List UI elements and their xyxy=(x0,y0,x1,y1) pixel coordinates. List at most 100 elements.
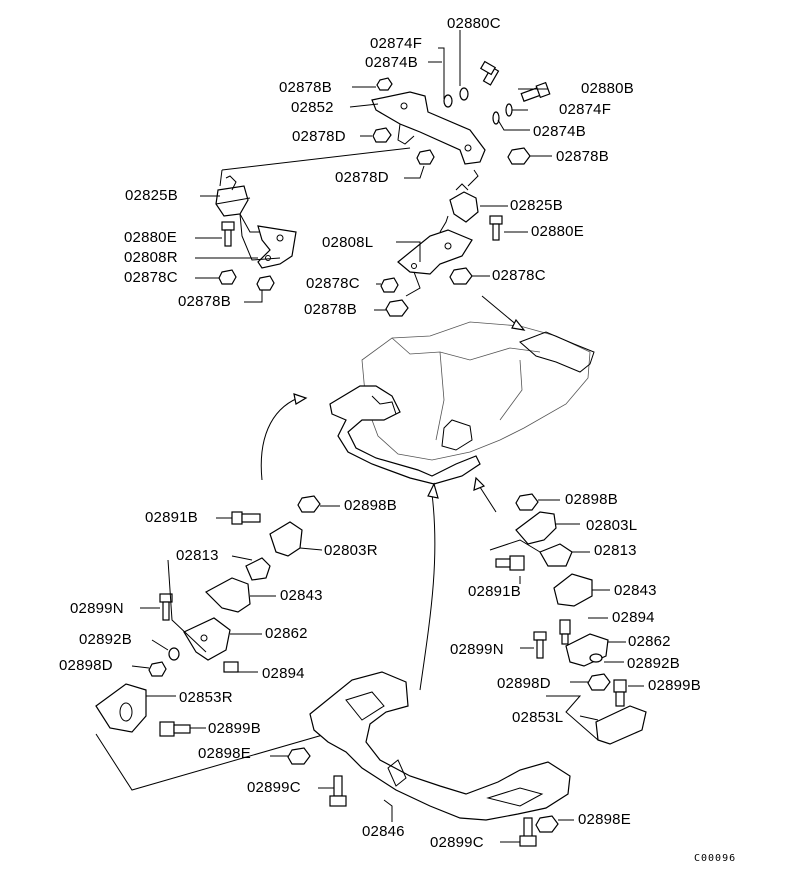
nut-02878B-mid xyxy=(385,299,409,317)
bolt-02899C-right xyxy=(519,817,537,847)
label-02898D-left: 02898D xyxy=(59,657,113,674)
arrow-up-center xyxy=(419,493,436,691)
label-02862-right: 02862 xyxy=(628,633,671,650)
label-02825B-left: 02825B xyxy=(125,187,178,204)
label-02808L: 02808L xyxy=(322,234,374,251)
bolt-02880B xyxy=(520,81,551,102)
arrow-to-engine-left xyxy=(260,397,299,481)
label-02899C-right: 02899C xyxy=(430,834,484,851)
nut-02878B-right xyxy=(507,147,531,165)
label-02880C: 02880C xyxy=(447,15,501,32)
label-02899B-right: 02899B xyxy=(648,677,701,694)
nut-02898E-right xyxy=(535,815,559,833)
label-02874F-right: 02874F xyxy=(559,101,612,118)
arrow-up-right xyxy=(477,483,497,513)
label-02891B-left: 02891B xyxy=(145,509,198,526)
label-02853R: 02853R xyxy=(179,689,233,706)
bracket-02803L xyxy=(515,511,557,545)
bolt-02891B-right xyxy=(495,555,525,571)
label-02862-left: 02862 xyxy=(265,625,308,642)
nut-02878D-b xyxy=(416,149,435,165)
mount-02813-right xyxy=(539,543,573,567)
label-02808R: 02808R xyxy=(124,249,178,266)
label-02894-left: 02894 xyxy=(262,665,305,682)
bolt-02880C xyxy=(479,60,500,86)
crossmember-on-engine xyxy=(329,385,481,485)
label-02874B-top: 02874B xyxy=(365,54,418,71)
bolt-02894-right xyxy=(559,619,571,645)
bolt-02899N-left xyxy=(159,593,173,621)
arrow-to-engine-right xyxy=(481,295,519,327)
washer-02892B-left xyxy=(168,647,180,661)
nut-02898D-right xyxy=(587,673,611,691)
bracket-02843-right xyxy=(553,573,593,607)
washer-02874B-a xyxy=(443,94,453,108)
label-02880B: 02880B xyxy=(581,80,634,97)
label-02898E-left: 02898E xyxy=(198,745,251,762)
nut-02898B-right xyxy=(515,493,539,511)
bracket-02808L xyxy=(397,229,473,275)
washer-02874B-b xyxy=(492,111,500,125)
label-02880E-right: 02880E xyxy=(531,223,584,240)
washer-02892B-right xyxy=(589,653,603,663)
bracket-02853L xyxy=(595,705,647,745)
label-02878B-top: 02878B xyxy=(279,79,332,96)
label-02846: 02846 xyxy=(362,823,405,840)
mount-insulator-02825B-right xyxy=(449,183,479,223)
bolt-02899B-right xyxy=(613,679,627,707)
label-02898D-right: 02898D xyxy=(497,675,551,692)
mount-insulator-02825B-left xyxy=(215,175,251,217)
crossmember-02846 xyxy=(309,671,571,821)
label-02878B-mid: 02878B xyxy=(304,301,357,318)
bracket-02862-right xyxy=(565,633,609,667)
label-02878B-left: 02878B xyxy=(178,293,231,310)
nut-02878C-mid xyxy=(380,277,399,293)
label-02803L: 02803L xyxy=(586,517,638,534)
washer-02874F-b xyxy=(505,103,513,117)
nut-02898B-left xyxy=(297,495,321,513)
bolt-02899N-right xyxy=(533,631,547,659)
label-02899N-right: 02899N xyxy=(450,641,504,658)
label-02898B-left: 02898B xyxy=(344,497,397,514)
label-02813-right: 02813 xyxy=(594,542,637,559)
bracket-02808R xyxy=(257,225,297,269)
label-02898E-right: 02898E xyxy=(578,811,631,828)
label-02878C-mid: 02878C xyxy=(306,275,360,292)
nut-02898D-left xyxy=(148,661,167,677)
nut-02878C-right xyxy=(449,267,473,285)
label-02898B-right: 02898B xyxy=(565,491,618,508)
label-02843-right: 02843 xyxy=(614,582,657,599)
label-02878D-mid: 02878D xyxy=(335,169,389,186)
nut-02898E-left xyxy=(287,747,311,765)
engine-block-outline xyxy=(361,321,591,461)
label-02878C-right: 02878C xyxy=(492,267,546,284)
mount-02813-left xyxy=(245,557,271,581)
bolt-02894-left xyxy=(223,661,239,673)
label-02892B-left: 02892B xyxy=(79,631,132,648)
bolt-02891B-left xyxy=(231,511,261,525)
label-02813-left: 02813 xyxy=(176,547,219,564)
washer-02874F-a xyxy=(459,87,469,101)
nut-02878C-left xyxy=(218,269,237,285)
bolt-02880E-left xyxy=(221,221,235,247)
nut-02878B-top xyxy=(376,77,393,91)
bracket-02843-left xyxy=(205,577,251,613)
label-02891B-right: 02891B xyxy=(468,583,521,600)
bolt-02899B-left xyxy=(159,721,191,737)
label-02803R: 02803R xyxy=(324,542,378,559)
label-02892B-right: 02892B xyxy=(627,655,680,672)
label-02894-right: 02894 xyxy=(612,609,655,626)
label-02878C-left: 02878C xyxy=(124,269,178,286)
bracket-02803R xyxy=(269,521,303,557)
nut-02878D-a xyxy=(372,127,392,143)
nut-02878B-left xyxy=(256,275,275,291)
label-02878D-left: 02878D xyxy=(292,128,346,145)
label-02874F-top: 02874F xyxy=(370,35,423,52)
label-02874B-right: 02874B xyxy=(533,123,586,140)
label-02853L: 02853L xyxy=(512,709,564,726)
label-02899N-left: 02899N xyxy=(70,600,124,617)
label-02825B-right: 02825B xyxy=(510,197,563,214)
label-02852: 02852 xyxy=(291,99,334,116)
